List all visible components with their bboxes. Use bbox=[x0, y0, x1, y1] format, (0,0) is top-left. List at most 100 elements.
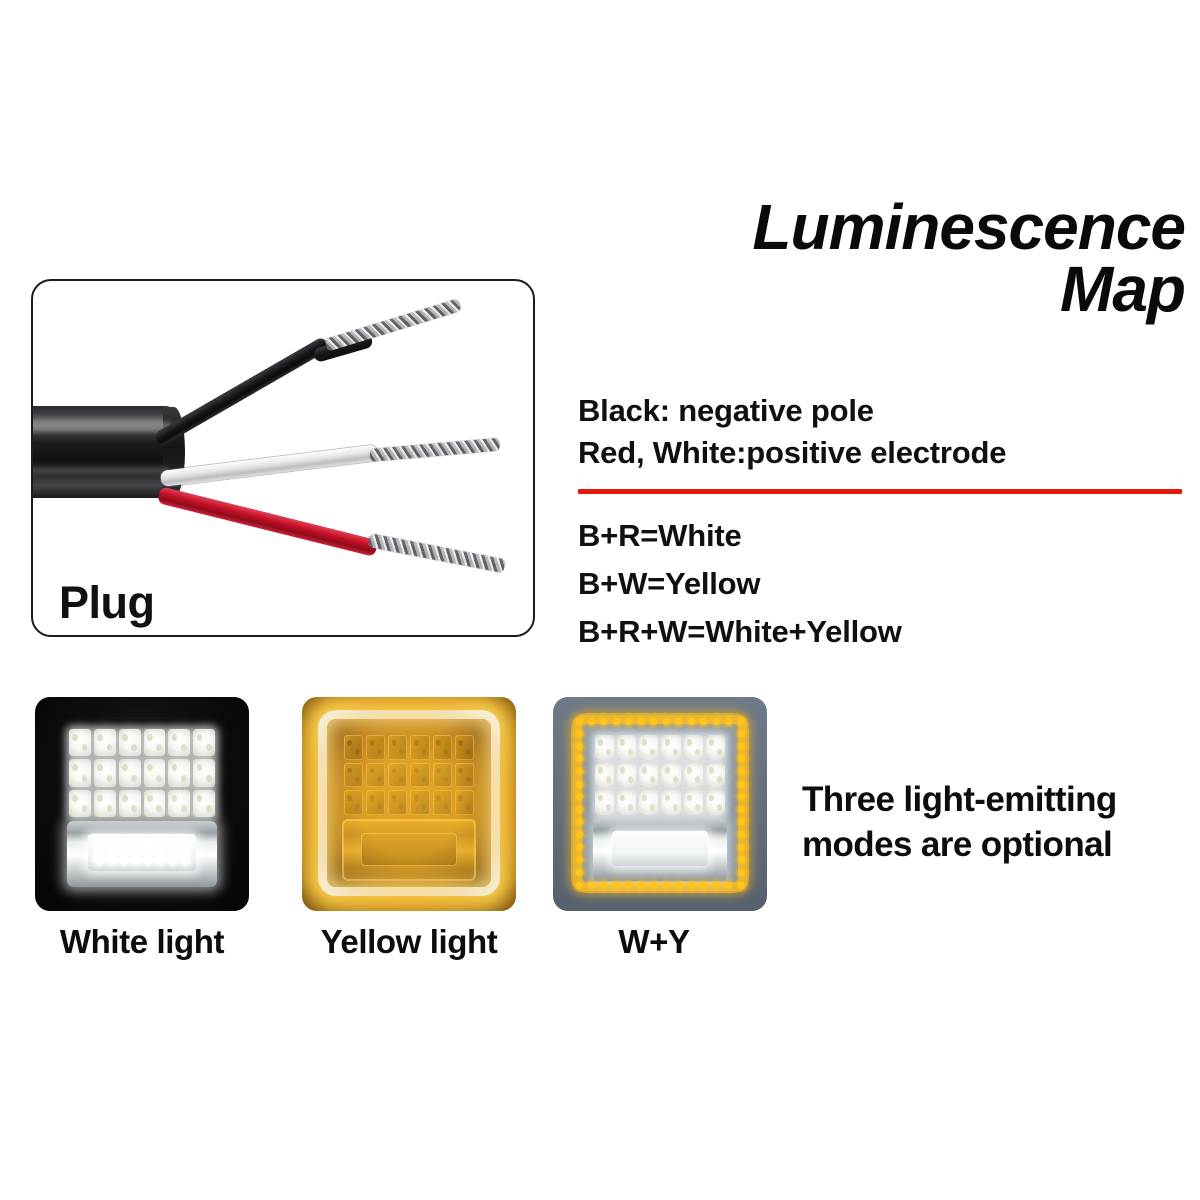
led-chip bbox=[168, 729, 191, 757]
perimeter-led-dot bbox=[737, 868, 745, 876]
reflector-led bbox=[179, 840, 190, 852]
perimeter-led-dot bbox=[675, 717, 683, 725]
reflector-led bbox=[130, 840, 141, 852]
reflector-module bbox=[67, 821, 217, 887]
formula-b-plus-r: B+R=White bbox=[578, 518, 742, 553]
perimeter-led-dot bbox=[737, 742, 745, 750]
led-chip bbox=[69, 789, 91, 817]
cable-photo bbox=[33, 281, 533, 635]
perimeter-led-dot bbox=[737, 818, 745, 826]
perimeter-led-dot bbox=[737, 717, 745, 725]
reflector-led bbox=[143, 840, 154, 852]
led-chip bbox=[69, 759, 91, 787]
perimeter-led-dot bbox=[637, 881, 645, 889]
perimeter-led-dot bbox=[600, 717, 608, 725]
mode-label-white-plus-yellow: W+Y bbox=[618, 923, 690, 960]
plug-label: Plug bbox=[59, 577, 155, 628]
led-chip bbox=[639, 762, 659, 788]
led-chip bbox=[683, 735, 703, 760]
led-chip bbox=[93, 759, 116, 787]
reflector-led bbox=[179, 853, 190, 865]
reflector-led bbox=[155, 840, 166, 852]
led-chip bbox=[193, 759, 215, 787]
perimeter-led-dot bbox=[625, 717, 633, 725]
led-chip bbox=[617, 735, 637, 760]
perimeter-led-dot bbox=[587, 881, 595, 889]
perimeter-led-dot bbox=[575, 717, 583, 725]
reflector-led bbox=[130, 853, 141, 865]
led-chip bbox=[705, 762, 725, 788]
perimeter-led-dot bbox=[675, 881, 683, 889]
polarity-line-black: Black: negative pole bbox=[578, 393, 874, 428]
perimeter-led-dot bbox=[637, 717, 645, 725]
led-chip bbox=[193, 729, 215, 757]
led-chip bbox=[705, 735, 725, 760]
perimeter-led-dot bbox=[700, 881, 708, 889]
perimeter-led-dot bbox=[725, 717, 733, 725]
led-chip bbox=[661, 762, 681, 788]
led-chip bbox=[143, 789, 166, 817]
mode-label-white-light: White light bbox=[59, 923, 225, 960]
perimeter-led-dot bbox=[712, 881, 720, 889]
led-chip bbox=[93, 789, 116, 817]
reflector-led bbox=[167, 840, 178, 852]
led-chip bbox=[118, 729, 141, 757]
plug-photo-panel: Plug bbox=[31, 279, 535, 637]
led-chip bbox=[143, 729, 166, 757]
mode-label-yellow-light: Yellow light bbox=[320, 923, 498, 960]
perimeter-led-dot bbox=[662, 881, 670, 889]
perimeter-led-dot bbox=[575, 767, 583, 775]
led-chip bbox=[93, 729, 116, 757]
cable-sheath bbox=[33, 406, 179, 498]
reflector-lens bbox=[611, 831, 709, 867]
cable-highlight-secondary bbox=[33, 467, 169, 474]
led-chip-grid bbox=[69, 729, 215, 817]
page-title-line-1: Luminescence bbox=[752, 191, 1186, 263]
perimeter-led-dot bbox=[575, 742, 583, 750]
white-light-photo bbox=[35, 697, 249, 911]
formula-b-plus-r-plus-w: B+R+W=White+Yellow bbox=[578, 614, 902, 650]
reflector-lens bbox=[88, 834, 196, 872]
perimeter-led-dot bbox=[575, 843, 583, 851]
perimeter-led-dot bbox=[737, 881, 745, 889]
led-chip bbox=[639, 790, 659, 815]
led-chip bbox=[595, 735, 615, 760]
led-chip bbox=[193, 789, 215, 817]
modes-caption-line-1: Three light-emitting bbox=[802, 780, 1117, 819]
reflector-led bbox=[118, 840, 129, 852]
led-chip bbox=[683, 762, 703, 788]
led-chip bbox=[617, 762, 637, 788]
perimeter-led-dot bbox=[575, 818, 583, 826]
led-chip bbox=[705, 790, 725, 815]
reflector-led bbox=[118, 853, 129, 865]
perimeter-led-dot bbox=[575, 755, 583, 763]
perimeter-led-dot bbox=[737, 767, 745, 775]
perimeter-led-dot bbox=[600, 881, 608, 889]
led-chip bbox=[617, 790, 637, 815]
perimeter-led-dot bbox=[575, 780, 583, 788]
perimeter-led-dot bbox=[737, 805, 745, 813]
modes-caption: Three light-emitting modes are optional bbox=[802, 778, 1192, 868]
led-chip bbox=[661, 790, 681, 815]
perimeter-led-dot bbox=[612, 717, 620, 725]
perimeter-led-dot bbox=[737, 793, 745, 801]
perimeter-led-dot bbox=[575, 868, 583, 876]
led-chip bbox=[661, 735, 681, 760]
perimeter-led-dot bbox=[737, 843, 745, 851]
perimeter-led-dot bbox=[737, 780, 745, 788]
yellow-light-photo bbox=[302, 697, 516, 911]
cable-highlight bbox=[33, 422, 173, 432]
reflector-led bbox=[94, 853, 105, 865]
modes-caption-line-2: modes are optional bbox=[802, 824, 1113, 864]
formula-b-plus-w: B+W=Yellow bbox=[578, 566, 761, 602]
led-chip bbox=[639, 735, 659, 760]
led-chip bbox=[118, 789, 141, 817]
perimeter-led-dot bbox=[737, 831, 745, 839]
reflector-led bbox=[155, 853, 166, 865]
led-chip bbox=[595, 762, 615, 788]
perimeter-led-dot bbox=[650, 881, 658, 889]
perimeter-led-dot bbox=[662, 717, 670, 725]
perimeter-led-dot bbox=[575, 881, 583, 889]
